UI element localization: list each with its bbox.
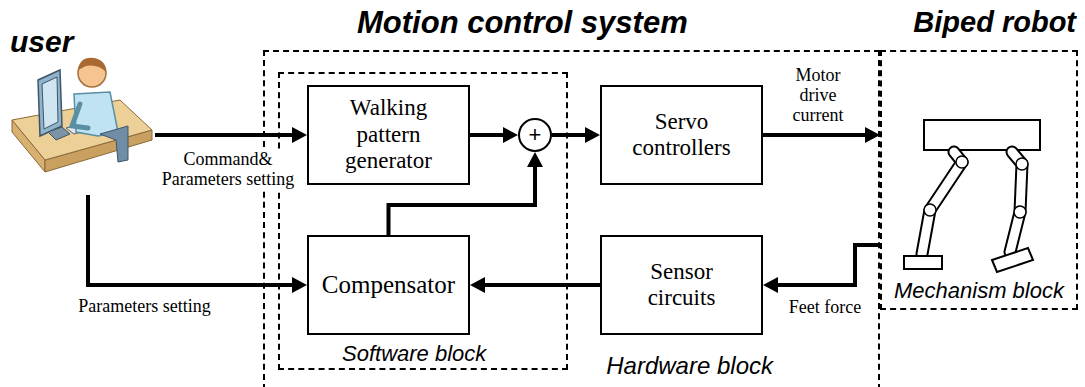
- signal-label: Parameters setting: [52, 297, 237, 317]
- signal-arrow: [88, 195, 307, 293]
- summing-junction: +: [518, 118, 552, 152]
- signal-line: [552, 133, 587, 137]
- signal-label: Motor drive current: [780, 66, 856, 125]
- biped-robot-drawing: [882, 52, 1080, 312]
- signal-line: [776, 245, 880, 285]
- box-label: Walking pattern generator: [326, 95, 451, 174]
- robot-region: Biped robotMechanism block: [880, 50, 1078, 310]
- region-title: Motion control system: [357, 5, 688, 41]
- region-title: Biped robot: [913, 6, 1076, 39]
- region-title: user: [10, 25, 73, 59]
- region-label: Hardware block: [606, 352, 773, 380]
- arrow-head: [865, 127, 880, 143]
- signal-arrow: [763, 245, 880, 293]
- signal-arrow: [763, 127, 880, 143]
- signal-label: Feet force: [772, 298, 878, 318]
- arrow-head: [503, 127, 518, 143]
- arrow-head: [585, 127, 600, 143]
- region-label: Mechanism block: [882, 278, 1076, 304]
- process-box: Compensator: [307, 235, 470, 335]
- arrow-head: [763, 277, 778, 293]
- arrow-head: [292, 277, 307, 293]
- signal-arrow: [552, 127, 600, 143]
- process-box: Servo controllers: [600, 85, 763, 185]
- process-box: Sensor circuits: [600, 235, 763, 335]
- arrow-head: [470, 277, 485, 293]
- signal-line: [483, 283, 600, 287]
- signal-line: [763, 133, 867, 137]
- signal-arrow: [470, 127, 518, 143]
- signal-arrow: [470, 277, 600, 293]
- signal-label: Command& Parameters setting: [152, 150, 304, 190]
- arrow-head: [292, 127, 307, 143]
- box-label: Sensor circuits: [619, 259, 744, 312]
- region-title: Software block: [342, 341, 486, 367]
- signal-line: [470, 133, 505, 137]
- user-figure: user: [5, 25, 155, 195]
- box-label: Compensator: [322, 271, 455, 300]
- hardware-region: Motion control systemHardware blockSoftw…: [263, 50, 880, 387]
- box-label: Servo controllers: [619, 109, 744, 162]
- box-label: +: [529, 124, 542, 146]
- process-box: Walking pattern generator: [307, 85, 470, 185]
- robot-leg: [922, 152, 1028, 254]
- arrow-head: [527, 152, 543, 167]
- signal-arrow: [155, 127, 307, 143]
- software-region: Software block Walking pattern generator +…: [278, 72, 568, 370]
- signal-line: [155, 133, 294, 137]
